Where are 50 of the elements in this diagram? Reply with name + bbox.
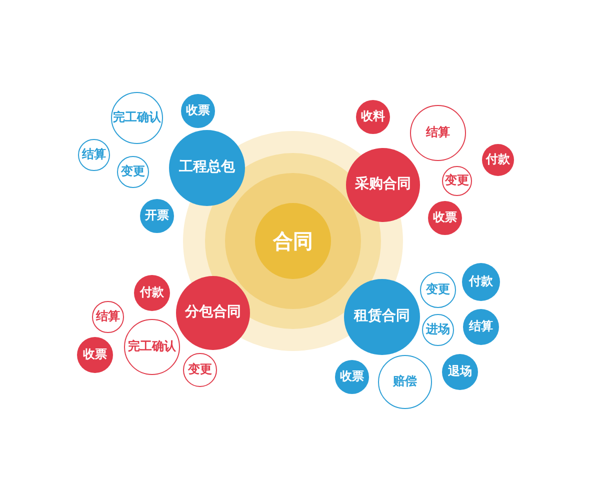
filled-circle: [442, 354, 478, 390]
circle-label: 完工确认: [113, 111, 161, 125]
outlined-circle: [124, 319, 180, 375]
filled-circle: [482, 144, 514, 176]
filled-circle: [462, 263, 500, 301]
outlined-circle: [422, 314, 454, 346]
circle-label: 采购合同: [355, 177, 411, 193]
filled-circle: [428, 201, 462, 235]
circle-label: 开票: [145, 209, 169, 223]
circle-label: 付款: [140, 286, 164, 300]
filled-circle: [344, 279, 420, 355]
circle-label: 变更: [188, 363, 212, 377]
circle-label: 变更: [445, 174, 469, 188]
circle-label: 结算: [96, 310, 120, 324]
circle-label: 变更: [121, 165, 145, 179]
circle-label: 变更: [426, 283, 450, 297]
circle-label: 完工确认: [128, 340, 176, 354]
filled-circle: [140, 199, 174, 233]
outlined-circle: [442, 166, 472, 196]
circle-label: 收票: [340, 370, 364, 384]
circle-label: 收票: [83, 348, 107, 362]
circle-label: 付款: [486, 153, 510, 167]
filled-circle: [134, 275, 170, 311]
filled-circle: [335, 360, 369, 394]
circle-label: 进场: [426, 323, 450, 337]
outlined-circle: [420, 272, 456, 308]
filled-circle: [181, 94, 215, 128]
outlined-circle: [111, 92, 163, 144]
circle-label: 退场: [448, 365, 472, 379]
outlined-circle: [183, 353, 217, 387]
circle-label: 结算: [82, 148, 106, 162]
circle-label: 结算: [469, 320, 493, 334]
circle-label: 收票: [186, 104, 210, 118]
filled-circle: [356, 100, 390, 134]
circle-label: 工程总包: [179, 160, 235, 176]
circle-label: 收票: [433, 211, 457, 225]
outlined-circle: [92, 301, 124, 333]
circle-label: 结算: [426, 126, 450, 140]
circle-label: 收料: [361, 110, 385, 124]
circle-label: 付款: [469, 275, 493, 289]
filled-circle: [77, 337, 113, 373]
filled-circle: [463, 309, 499, 345]
circle-label: 租赁合同: [354, 309, 410, 325]
circle-label: 合同: [273, 230, 313, 252]
circle-label: 分包合同: [185, 305, 241, 321]
outlined-circle: [78, 139, 110, 171]
circle-label: 赔偿: [393, 375, 417, 389]
outlined-circle: [378, 355, 432, 409]
outlined-circle: [117, 156, 149, 188]
filled-circle: [176, 276, 250, 350]
